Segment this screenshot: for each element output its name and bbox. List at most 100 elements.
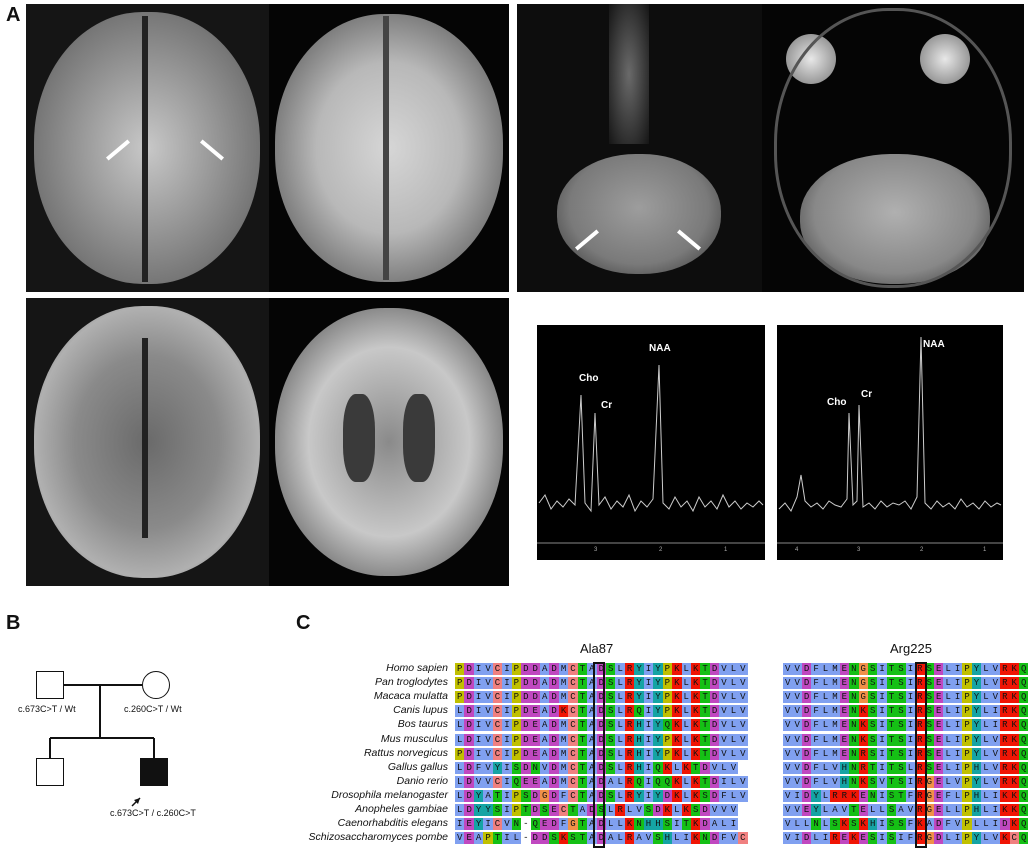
residue-cell: P (455, 747, 465, 760)
residue-cell: V (792, 747, 802, 760)
residue-cell: I (877, 832, 887, 845)
residue-cell: L (952, 789, 963, 802)
residue-cell: I (990, 719, 1001, 732)
residue-cell: I (990, 705, 1001, 718)
residue-cell: D (464, 663, 474, 675)
residue-cell: R (858, 747, 868, 760)
residue-cell: L (981, 789, 991, 802)
residue-cell: D (521, 719, 531, 732)
residue-cell: Y (653, 663, 663, 675)
residue-cell: A (539, 747, 550, 760)
residue-cell: L (820, 677, 831, 690)
residue-cell: P (455, 691, 465, 704)
residue-cell: T (700, 733, 710, 746)
residue-cell: I (643, 789, 654, 802)
residue-cell: V (792, 733, 802, 746)
species-label: Caenorhabditis elegans (337, 817, 448, 830)
residue-cell: Q (653, 775, 663, 788)
residue-cell: I (502, 705, 512, 718)
residue-cell: H (839, 775, 850, 788)
spec1-cho-label: Cho (579, 373, 599, 384)
residue-cell: L (455, 804, 465, 816)
residue-cell: V (792, 677, 802, 690)
residue-cell: K (672, 691, 682, 704)
residue-cell: L (615, 789, 625, 802)
residue-cell: D (709, 705, 720, 718)
residue-cell: L (981, 677, 991, 690)
residue-cell: L (615, 761, 625, 774)
residue-cell: I (502, 832, 512, 845)
residue-cell: K (849, 789, 859, 802)
residue-cell: L (981, 832, 991, 845)
residue-cell: L (820, 761, 831, 774)
residue-cell: T (700, 663, 710, 675)
residue-cell: N (849, 705, 859, 718)
species-label: Pan troglodytes (375, 676, 448, 689)
residue-cell: R (839, 789, 850, 802)
residue-cell: R (915, 719, 925, 732)
residue-cell: M (830, 663, 840, 675)
species-label: Homo sapien (386, 662, 448, 674)
residue-cell: V (709, 761, 720, 774)
residue-cell: F (811, 775, 821, 788)
residue-cell: Q (634, 775, 644, 788)
residue-cell: V (792, 705, 802, 718)
residue-cell: T (577, 761, 588, 774)
spec1-tick: 2 (659, 547, 663, 553)
spec2-cr-label: Cr (861, 389, 873, 400)
residue-cell: D (549, 691, 559, 704)
residue-cell: A (606, 832, 616, 845)
residue-cell: L (728, 677, 739, 690)
residue-cell: S (896, 733, 906, 746)
residue-cell: S (886, 804, 897, 816)
residue-cell: D (801, 677, 812, 690)
residue-cell: E (858, 832, 868, 845)
residue-cell: N (849, 747, 859, 760)
pedigree-sibling-square (36, 758, 64, 786)
residue-cell: M (558, 677, 569, 690)
residue-cell: R (1000, 705, 1010, 718)
residue-cell: V (473, 775, 484, 788)
residue-cell: Q (1018, 663, 1029, 675)
residue-cell: V (783, 775, 793, 788)
residue-cell: E (530, 747, 540, 760)
spec2-tick: 1 (983, 547, 987, 553)
residue-cell: L (943, 804, 953, 816)
residue-cell: D (596, 663, 606, 675)
residue-cell: L (943, 747, 953, 760)
residue-cell: L (792, 818, 802, 831)
residue-cell: H (634, 719, 644, 732)
residue-cell: L (820, 789, 831, 802)
residue-cell: M (558, 775, 569, 788)
pedigree-father-square (36, 671, 64, 699)
residue-cell: E (839, 677, 850, 690)
residue-cell: Y (653, 705, 663, 718)
residue-cell: K (858, 719, 868, 732)
residue-cell: S (886, 832, 897, 845)
residue-cell: A (634, 832, 644, 845)
spec2-cho-label: Cho (827, 397, 847, 408)
residue-cell: Y (653, 747, 663, 760)
residue-cell: K (1009, 705, 1019, 718)
residue-cell: V (502, 818, 512, 831)
residue-cell: S (606, 705, 616, 718)
residue-cell: A (587, 719, 597, 732)
residue-cell: L (615, 733, 625, 746)
residue-cell: K (690, 705, 701, 718)
residue-cell: S (700, 789, 710, 802)
residue-cell: S (596, 804, 606, 816)
residue-cell: I (877, 747, 887, 760)
residue-cell: P (962, 775, 972, 788)
residue-cell: L (877, 804, 887, 816)
residue-cell: F (811, 677, 821, 690)
residue-cell: F (719, 789, 729, 802)
residue-cell: A (539, 663, 550, 675)
residue-cell: I (643, 677, 654, 690)
residue-cell: V (709, 804, 720, 816)
residue-cell: E (839, 691, 850, 704)
mri-axial-t2-top (269, 4, 509, 292)
residue-cell: V (792, 804, 802, 816)
